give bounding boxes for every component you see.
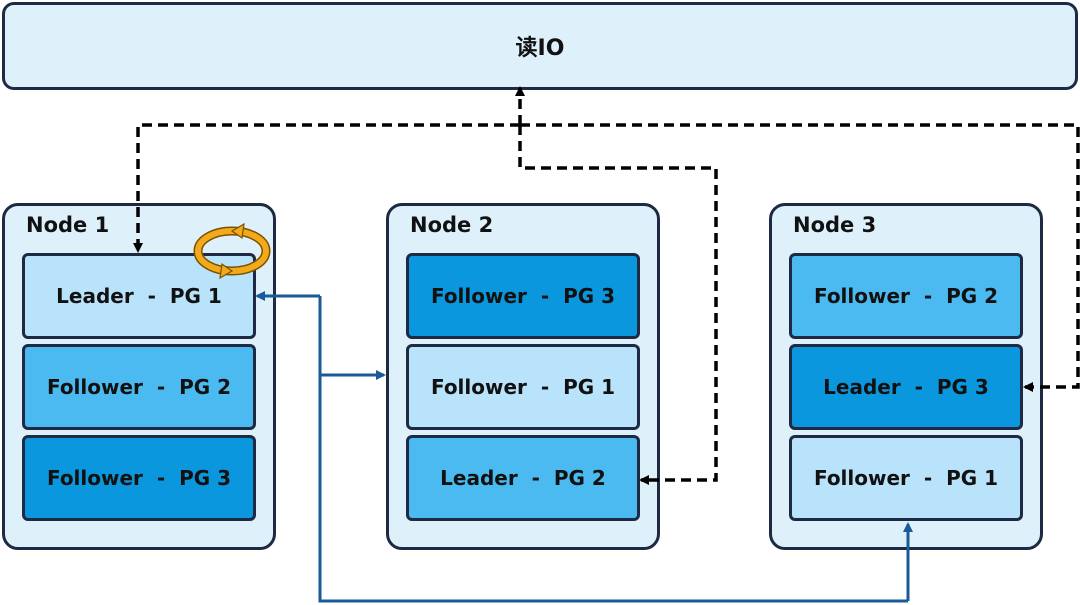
node-3-title: Node 3 xyxy=(793,213,877,237)
node-2: Node 2 Follower - PG 3 Follower - PG 1 L… xyxy=(386,203,660,550)
node-3-follower-pg-1: Follower - PG 1 xyxy=(789,435,1023,521)
node-3-leader-pg-3: Leader - PG 3 xyxy=(789,344,1023,430)
node-1: Node 1 Leader - PG 1 Follower - PG 2 Fol… xyxy=(2,203,276,550)
node-2-title: Node 2 xyxy=(410,213,494,237)
node-2-follower-pg-1: Follower - PG 1 xyxy=(406,344,640,430)
read-io-label: 读IO xyxy=(515,36,565,61)
rotate-icon xyxy=(193,222,271,280)
node-2-follower-pg-3: Follower - PG 3 xyxy=(406,253,640,339)
node-1-leader-pg-1: Leader - PG 1 xyxy=(22,253,256,339)
read-io-bar: 读IO xyxy=(2,2,1078,90)
node-2-leader-pg-2: Leader - PG 2 xyxy=(406,435,640,521)
node-1-follower-pg-2: Follower - PG 2 xyxy=(22,344,256,430)
node-1-follower-pg-3: Follower - PG 3 xyxy=(22,435,256,521)
node-3-follower-pg-2: Follower - PG 2 xyxy=(789,253,1023,339)
node-3: Node 3 Follower - PG 2 Leader - PG 3 Fol… xyxy=(769,203,1043,550)
node-1-title: Node 1 xyxy=(26,213,110,237)
